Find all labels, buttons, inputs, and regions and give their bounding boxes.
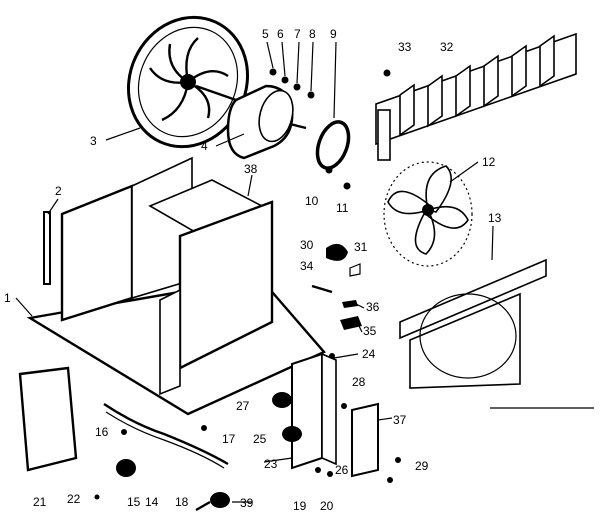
label-24: 24 <box>362 347 376 361</box>
label-34: 34 <box>300 259 314 273</box>
control-knobs <box>272 392 302 442</box>
label-7: 7 <box>294 27 301 41</box>
label-17: 17 <box>222 432 236 446</box>
switch-parts <box>311 243 362 330</box>
label-2: 2 <box>55 184 62 198</box>
label-37: 37 <box>393 413 407 427</box>
chassis <box>26 156 326 416</box>
label-15: 15 <box>127 495 141 509</box>
label-27: 27 <box>236 399 250 413</box>
label-14: 14 <box>145 495 159 509</box>
label-1: 1 <box>4 291 11 305</box>
label-11: 11 <box>336 201 349 215</box>
label-3: 3 <box>90 134 97 148</box>
label-16: 16 <box>95 425 109 439</box>
label-29: 29 <box>415 459 429 473</box>
screws <box>269 68 391 190</box>
label-8: 8 <box>309 27 316 41</box>
condenser-coil <box>375 32 577 161</box>
label-31: 31 <box>354 240 368 254</box>
control-bracket <box>291 352 337 470</box>
label-13: 13 <box>488 211 502 225</box>
label-4: 4 <box>201 139 208 153</box>
misc-screws <box>94 353 401 500</box>
label-28: 28 <box>352 375 366 389</box>
fan-shroud <box>399 258 547 389</box>
label-33: 33 <box>398 40 412 54</box>
label-23: 23 <box>264 457 278 471</box>
label-38: 38 <box>244 162 258 176</box>
leader-lines <box>15 41 494 503</box>
label-12: 12 <box>482 155 496 169</box>
label-6: 6 <box>277 27 284 41</box>
label-35: 35 <box>363 324 377 338</box>
label-25: 25 <box>253 432 267 446</box>
label-32: 32 <box>440 40 454 54</box>
label-26: 26 <box>335 463 349 477</box>
label-19: 19 <box>293 499 307 513</box>
motor <box>226 84 307 160</box>
part-labels: 1 2 3 4 5 6 7 8 9 10 11 12 13 14 15 16 1… <box>4 27 502 513</box>
label-20: 20 <box>320 499 334 513</box>
label-5: 5 <box>262 27 269 41</box>
wire-harness <box>103 403 230 512</box>
fan-blade <box>383 161 473 267</box>
label-9: 9 <box>330 27 337 41</box>
label-18: 18 <box>175 495 189 509</box>
label-22: 22 <box>67 492 81 506</box>
label-36: 36 <box>366 300 380 314</box>
label-30: 30 <box>300 238 314 252</box>
label-39: 39 <box>240 496 254 510</box>
label-10: 10 <box>305 194 319 208</box>
label-21: 21 <box>33 495 47 509</box>
